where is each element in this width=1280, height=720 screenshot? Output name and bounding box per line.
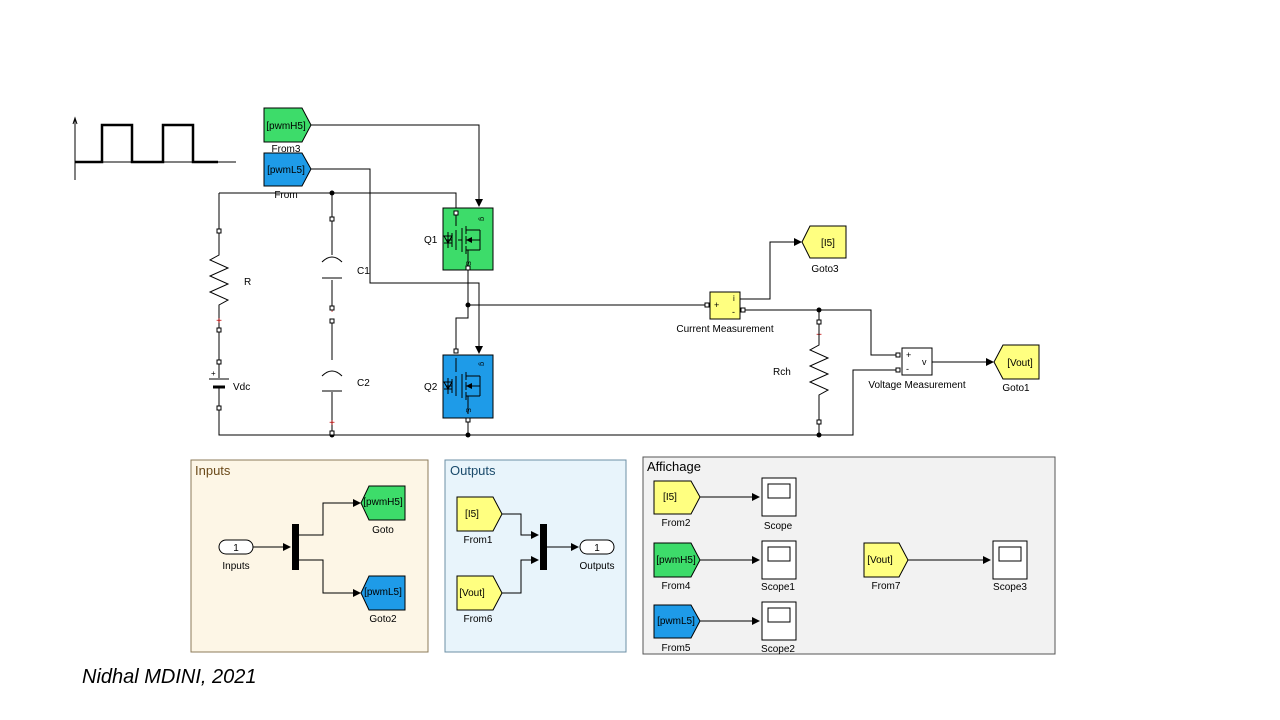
vm-name: Voltage Measurement [868, 380, 966, 391]
cm-name: Current Measurement [676, 324, 773, 335]
from1-tag: [I5] [465, 509, 479, 520]
goto2-name: Goto2 [369, 614, 397, 625]
inputs-area[interactable]: Inputs 1 Inputs [pwmH5] Goto [pwmL5] Got… [190, 459, 429, 653]
from3-tag: [pwmH5] [266, 121, 306, 132]
q1-pin-s: S [464, 261, 471, 266]
scope3-block[interactable]: Scope3 [992, 540, 1028, 593]
resistor-r[interactable]: + R [208, 228, 251, 333]
cm-i: i [733, 294, 735, 303]
goto2-tag: [pwmL5] [364, 587, 402, 598]
mosfet-q1[interactable]: g S Q1 [424, 207, 494, 271]
from4-name: From4 [662, 581, 691, 592]
cm-plus: + [714, 300, 719, 310]
capacitor-c1[interactable]: + C1 [321, 216, 370, 316]
vdc-label: Vdc [233, 382, 250, 393]
voltage-measurement-block[interactable]: + - v Voltage Measurement [868, 347, 966, 391]
outputs-area[interactable]: Outputs [I5] From1 [Vout] From6 1 Output… [444, 459, 627, 653]
goto3-name: Goto3 [811, 264, 839, 275]
vm-minus: - [906, 364, 909, 374]
pwm-waveform-icon [72, 116, 236, 180]
c2-label: C2 [357, 378, 370, 389]
inputs-inport-number: 1 [233, 543, 239, 554]
goto1-tag: [Vout] [1007, 358, 1033, 369]
outputs-outport[interactable] [579, 539, 615, 555]
goto3-tag: [I5] [821, 238, 835, 249]
cm-minus: - [732, 307, 735, 317]
from4-block[interactable]: [pwmH5] From4 [653, 542, 701, 592]
vm-v: v [922, 357, 927, 367]
from-block[interactable]: [pwmL5] From [263, 152, 312, 201]
scope1-block[interactable]: Scope1 [761, 540, 797, 593]
from2-tag: [I5] [663, 492, 677, 503]
goto1-name: Goto1 [1002, 383, 1030, 394]
c1-label: C1 [357, 266, 370, 277]
from2-block[interactable]: [I5] From2 [653, 480, 701, 529]
resistor-rch[interactable]: + Rch [773, 319, 830, 425]
from-tag: [pwmL5] [267, 165, 305, 176]
goto-name: Goto [372, 525, 394, 536]
vdc-plus: + [211, 369, 216, 378]
from7-tag: [Vout] [867, 555, 893, 566]
q1-label: Q1 [424, 235, 438, 246]
inputs-inport-name: Inputs [222, 561, 249, 572]
author-credit: Nidhal MDINI, 2021 [82, 666, 257, 688]
q2-pin-s: S [464, 408, 471, 413]
outputs-outport-number: 1 [594, 543, 600, 554]
from3-name: From3 [272, 144, 301, 155]
goto2-block[interactable] [360, 575, 406, 611]
from3-block[interactable]: [pwmH5] From3 [263, 107, 312, 155]
from1-name: From1 [464, 535, 493, 546]
from-name: From [274, 190, 297, 201]
q1-pin-g: g [478, 217, 485, 221]
q2-label: Q2 [424, 382, 438, 393]
resistor-label: R [244, 277, 251, 288]
from7-name: From7 [872, 581, 901, 592]
resistor-plus: + [216, 316, 222, 327]
goto-tag: [pwmH5] [363, 497, 403, 508]
goto3-block[interactable]: [I5] Goto3 [801, 225, 847, 275]
scope1-name: Scope1 [761, 582, 795, 593]
from4-tag: [pwmH5] [656, 555, 696, 566]
from7-block[interactable]: [Vout] From7 [863, 542, 909, 592]
from5-tag: [pwmL5] [657, 616, 695, 627]
from2-name: From2 [662, 518, 691, 529]
display-area[interactable]: Affichage [I5] From2 Scope [pwmH5] From4… [642, 456, 1056, 655]
from5-name: From5 [662, 643, 691, 654]
q2-pin-g: g [478, 362, 485, 366]
c2-plus: + [329, 418, 335, 429]
goto1-block[interactable]: [Vout] Goto1 [993, 344, 1040, 394]
inputs-area-title: Inputs [195, 463, 231, 478]
from6-block[interactable] [456, 575, 503, 611]
display-area-title: Affichage [647, 459, 701, 474]
current-measurement-block[interactable]: + i - Current Measurement [676, 291, 774, 335]
scope-name: Scope [764, 521, 793, 532]
from5-block[interactable]: [pwmL5] From5 [653, 604, 701, 654]
from6-name: From6 [464, 614, 493, 625]
scope2-name: Scope2 [761, 644, 795, 655]
outputs-mux[interactable] [540, 524, 547, 570]
capacitor-c2[interactable]: + C2 [321, 318, 370, 436]
scope3-name: Scope3 [993, 582, 1027, 593]
outputs-area-title: Outputs [450, 463, 496, 478]
vm-plus: + [906, 350, 911, 360]
outputs-outport-name: Outputs [579, 561, 614, 572]
mosfet-q2[interactable]: g S Q2 [424, 348, 494, 423]
scope-block[interactable]: Scope [761, 477, 797, 532]
rch-label: Rch [773, 367, 791, 378]
from1-block[interactable] [456, 496, 503, 532]
dc-source-vdc[interactable]: + Vdc [209, 359, 250, 411]
scope2-block[interactable]: Scope2 [761, 601, 797, 655]
goto-block[interactable] [360, 485, 406, 521]
inputs-demux[interactable] [292, 524, 299, 570]
from6-tag: [Vout] [459, 588, 485, 599]
